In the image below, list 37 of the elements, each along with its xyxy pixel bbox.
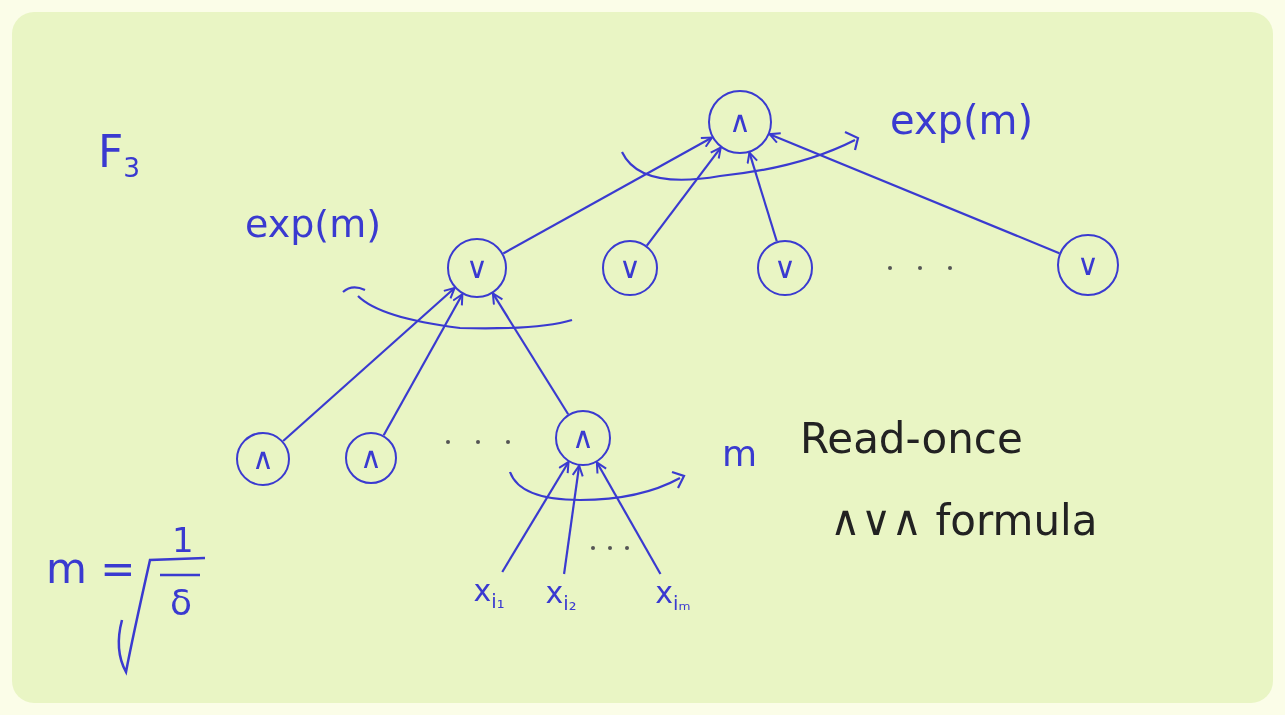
- gate-symbol: ∨: [619, 253, 641, 283]
- equation-text: m =: [46, 548, 136, 590]
- gate-symbol: ∧: [360, 443, 382, 473]
- gate-symbol: ∨: [1077, 250, 1099, 280]
- arrow: [382, 293, 464, 436]
- variable-label: x$_{i₂}$: [530, 574, 592, 618]
- caption-text: ∧∨∧ formula: [830, 500, 1098, 542]
- variable-label: x$_{i₁}$: [458, 572, 520, 616]
- gate-symbol: ∧: [572, 423, 594, 453]
- arrow: [746, 151, 778, 242]
- formula-label: F$_{3}$: [98, 130, 141, 182]
- gate-circle: [708, 90, 772, 154]
- edge-annotation: m: [722, 436, 758, 472]
- fraction-numerator: 1: [172, 523, 194, 557]
- gate-circle: [602, 240, 658, 296]
- caption-text: Read-once: [800, 418, 1023, 460]
- gate-symbol: ∧: [729, 107, 751, 137]
- arrow: [282, 287, 456, 442]
- arrow: [501, 461, 570, 573]
- gate-symbol: ∨: [466, 253, 488, 283]
- arrow: [502, 136, 713, 255]
- gate-circle: [345, 432, 397, 484]
- arrow: [768, 132, 1060, 255]
- gate-circle: [1057, 234, 1119, 296]
- gate-symbol: ∧: [252, 444, 274, 474]
- gate-circle: [757, 240, 813, 296]
- variable-label: x$_{iₘ}$: [640, 574, 706, 618]
- arrow: [491, 292, 570, 415]
- arrow: [562, 464, 584, 575]
- gate-circle: [236, 432, 290, 486]
- edge-annotation: exp(m): [245, 205, 381, 243]
- gate-symbol: ∨: [774, 253, 796, 283]
- gate-circle: [555, 410, 611, 466]
- arrow: [595, 461, 662, 575]
- fraction-denominator: δ: [170, 585, 193, 621]
- gate-circle: [447, 238, 507, 298]
- arrow: [645, 146, 722, 247]
